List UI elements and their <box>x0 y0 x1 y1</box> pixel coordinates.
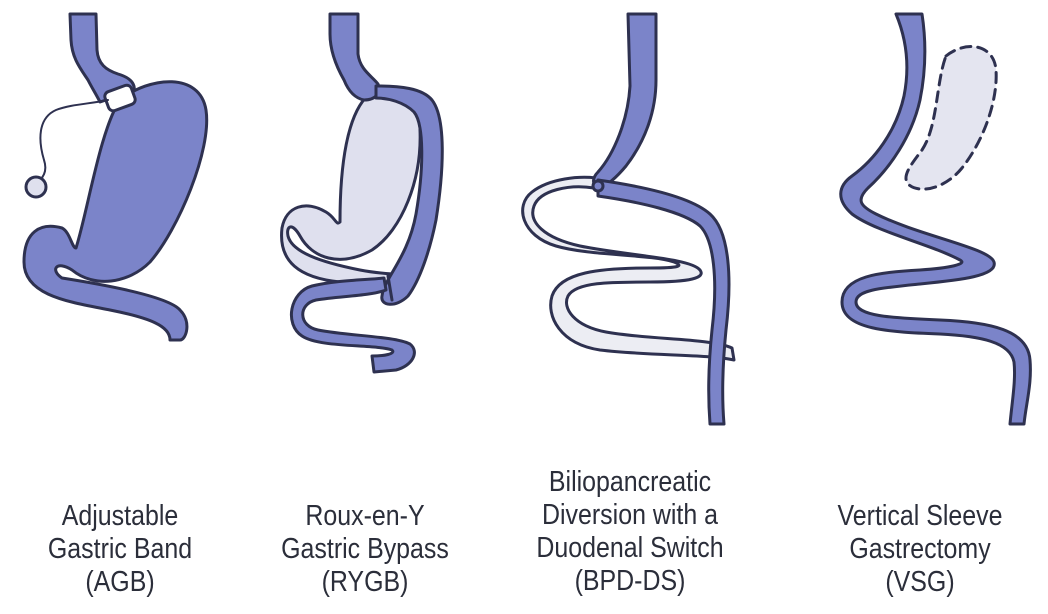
bpd-ds-caption-line: Duodenal Switch <box>514 532 746 565</box>
bpd-ds-caption-line: (BPD-DS) <box>514 565 746 598</box>
vsg-illustration <box>841 14 1031 424</box>
rygb-caption-line: (RYGB) <box>270 566 459 599</box>
agb-caption-line: Adjustable <box>34 500 206 533</box>
agb-port <box>26 177 46 197</box>
bpd-ds-caption-line: Diversion with a <box>514 499 746 532</box>
vsg-caption: Vertical Sleeve Gastrectomy (VSG) <box>817 500 1023 599</box>
rygb-caption: Roux-en-Y Gastric Bypass (RYGB) <box>270 500 459 599</box>
bpd-anastomosis-mark <box>593 181 603 191</box>
vsg-caption-line: Vertical Sleeve <box>817 500 1023 533</box>
agb-illustration <box>24 14 207 340</box>
bpd-ds-caption-line: Biliopancreatic <box>514 466 746 499</box>
bpd-ds-illustration <box>523 14 734 424</box>
vsg-sleeve-and-intestine <box>841 14 1031 424</box>
bpd-sleeve-stomach <box>594 14 657 190</box>
rygb-bypassed-stomach <box>282 88 421 285</box>
vsg-caption-line: Gastrectomy <box>817 533 1023 566</box>
bpd-bypassed-limb <box>523 177 734 360</box>
agb-caption: Adjustable Gastric Band (AGB) <box>34 500 206 599</box>
rygb-illustration <box>282 14 443 372</box>
agb-caption-line: (AGB) <box>34 566 206 599</box>
vsg-caption-line: (VSG) <box>817 566 1023 599</box>
bpd-ds-caption: Biliopancreatic Diversion with a Duodena… <box>514 466 746 598</box>
rygb-pouch <box>330 14 379 100</box>
rygb-caption-line: Gastric Bypass <box>270 533 459 566</box>
rygb-caption-line: Roux-en-Y <box>270 500 459 533</box>
agb-stomach <box>24 82 207 340</box>
bpd-alimentary-limb <box>598 180 729 424</box>
agb-caption-line: Gastric Band <box>34 533 206 566</box>
